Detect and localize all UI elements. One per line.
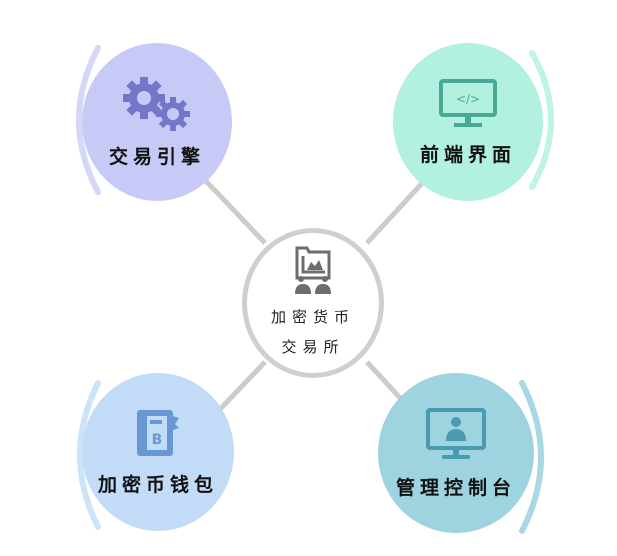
decorative-arc	[529, 50, 554, 190]
monitor-code-icon: </>	[438, 78, 498, 130]
decorative-arc	[77, 380, 101, 530]
node-label: 加密币钱包	[97, 473, 218, 496]
center-label: 加密货币 交易所	[271, 302, 355, 362]
node-label: 交易引擎	[108, 145, 205, 168]
bitcoin-wallet-icon: B	[133, 408, 183, 460]
svg-text:B: B	[152, 432, 163, 448]
decorative-arc	[519, 380, 544, 534]
center-node-crypto-exchange[interactable]: 加密货币 交易所	[242, 228, 384, 378]
node-label: 管理控制台	[395, 476, 516, 499]
exchange-folder-users-icon	[293, 244, 333, 296]
node-crypto-wallet[interactable]: B 加密币钱包	[82, 373, 234, 531]
gears-icon	[120, 76, 194, 132]
svg-text:</>: </>	[456, 92, 480, 106]
node-frontend[interactable]: </> 前端界面	[393, 43, 543, 201]
node-trading-engine[interactable]: 交易引擎	[82, 43, 232, 201]
decorative-arc	[76, 45, 101, 195]
monitor-user-icon	[425, 407, 487, 463]
node-label: 前端界面	[419, 143, 516, 166]
center-label-line1: 加密货币	[270, 308, 355, 326]
center-label-line2: 交易所	[281, 338, 345, 356]
node-admin-console[interactable]: 管理控制台	[378, 373, 534, 533]
